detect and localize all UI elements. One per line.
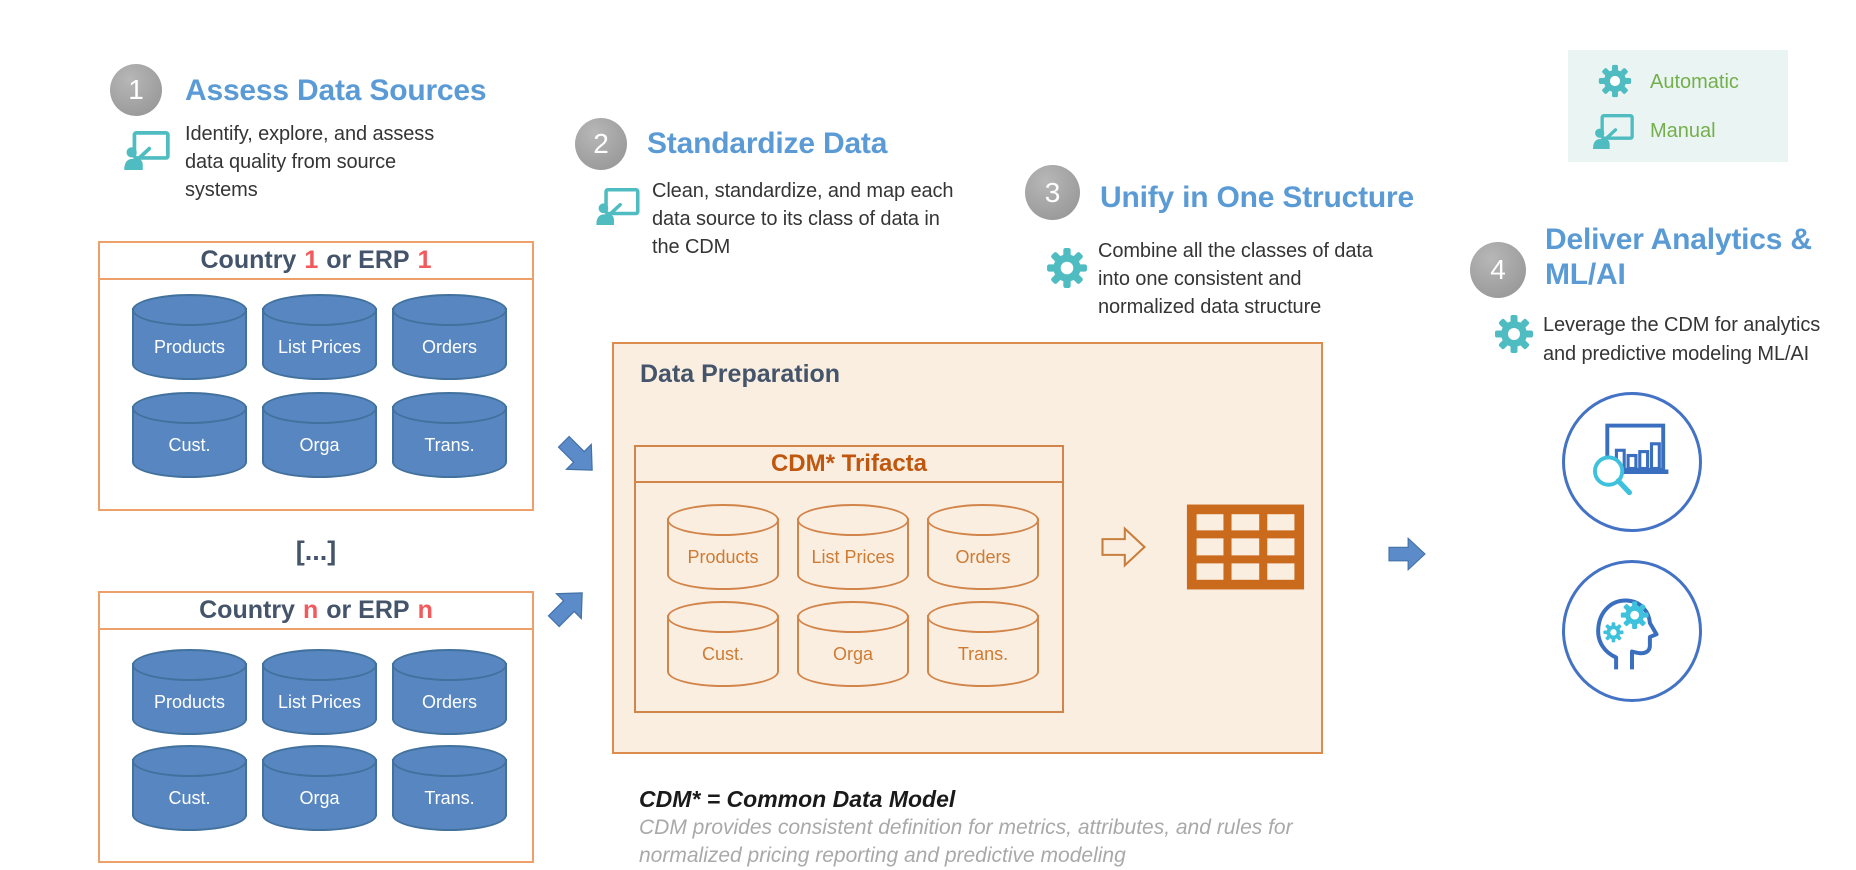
- country-n-db-cylinder-list-prices: List Prices: [262, 649, 377, 735]
- legend-manual-label: Manual: [1650, 120, 1716, 142]
- country-n-db-cylinder-cust: Cust.: [132, 745, 247, 831]
- step-1-manual-icon: [123, 131, 170, 170]
- cdm-footnote-line1: CDM provides consistent definition for m…: [639, 816, 1293, 839]
- step-4-automatic-gear-icon: [1494, 314, 1534, 354]
- step-1-number: 1: [128, 74, 144, 105]
- step-1-title: Assess Data Sources: [185, 74, 487, 107]
- cdm-trifacta-box: CDM* Trifacta Products List Prices Order…: [634, 445, 1064, 713]
- country-1-db-cylinder-trans: Trans.: [392, 392, 507, 478]
- legend-panel: Automatic Manual: [1568, 50, 1788, 162]
- step-3-automatic-gear-icon: [1046, 247, 1088, 289]
- step-3-number: 3: [1044, 176, 1061, 208]
- cdm-db-cylinder-orders: Orders: [927, 504, 1039, 590]
- step-4-description: Leverage the CDM for analytics and predi…: [1543, 314, 1821, 365]
- step-4-number: 4: [1490, 254, 1506, 285]
- country-n-db-cylinder-orga: Orga: [262, 745, 377, 831]
- step-2-manual-icon: [595, 188, 640, 225]
- flow-arrow-country-n-icon: [538, 577, 599, 638]
- cdm-db-cylinder-trans: Trans.: [927, 601, 1039, 687]
- cdm-footnote-line2: normalized pricing reporting and predict…: [639, 844, 1126, 867]
- flow-arrow-country1-icon: [548, 426, 609, 487]
- ml-ai-head-icon: [1562, 560, 1702, 702]
- legend-automatic-label: Automatic: [1650, 71, 1739, 93]
- country-n-db-cylinder-products: Products: [132, 649, 247, 735]
- step-2-title: Standardize Data: [647, 127, 888, 160]
- step-3-number-badge: 3: [1025, 165, 1080, 220]
- gear-icon: [1603, 622, 1624, 643]
- cdm-db-cylinder-list-prices: List Prices: [797, 504, 909, 590]
- flow-arrow-deliver-icon: [1380, 536, 1434, 572]
- country-1-title-var2: 1: [417, 246, 432, 274]
- automatic-gear-icon: [1598, 64, 1632, 98]
- more-sources-ellipsis: [...]: [295, 536, 337, 566]
- transform-arrow-icon: [1095, 526, 1152, 568]
- country-n-title-var1: n: [302, 596, 319, 624]
- cdm-db-cylinder-cust: Cust.: [667, 601, 779, 687]
- step-2-description: Clean, standardize, and map each data so…: [652, 180, 954, 258]
- head-with-gears-icon: [1596, 598, 1659, 670]
- country-1-db-cylinder-orga: Orga: [262, 392, 377, 478]
- step-4-number-badge: 4: [1470, 242, 1526, 298]
- unified-table-grid-icon: [1186, 504, 1305, 590]
- step-2-number-badge: 2: [575, 118, 627, 170]
- step-2-number: 2: [593, 128, 609, 159]
- step-1-number-badge: 1: [110, 64, 162, 116]
- cdm-db-cylinder-products: Products: [667, 504, 779, 590]
- country-n-db-cylinder-orders: Orders: [392, 649, 507, 735]
- step-4-title: Deliver Analytics & ML/AI: [1545, 223, 1812, 291]
- country-n-title-var2: n: [417, 596, 433, 624]
- data-preparation-title: Data Preparation: [640, 360, 841, 388]
- manual-presenter-icon: [1592, 114, 1634, 149]
- country-1-db-cylinder-list-prices: List Prices: [262, 294, 377, 380]
- gear-icon: [1620, 601, 1649, 629]
- country-n-title-text2: or ERP: [326, 596, 410, 624]
- step-3-description: Combine all the classes of data into one…: [1098, 240, 1373, 318]
- cdm-db-cylinder-orga: Orga: [797, 601, 909, 687]
- country-1-title-text: Country: [200, 246, 297, 274]
- analytics-report-icon: [1562, 392, 1702, 532]
- cdm-trifacta-title: CDM* Trifacta: [636, 447, 1062, 483]
- country-1-db-cylinder-orders: Orders: [392, 294, 507, 380]
- country-1-db-cylinder-cust: Cust.: [132, 392, 247, 478]
- bar-chart-magnifier-icon: [1593, 423, 1669, 496]
- country-1-title-var1: 1: [304, 246, 319, 274]
- country-1-title-text2: or ERP: [326, 246, 410, 274]
- country-n-title-text: Country: [199, 596, 295, 624]
- country-1-db-cylinder-products: Products: [132, 294, 247, 380]
- cdm-footnote-title: CDM* = Common Data Model: [639, 786, 956, 812]
- step-3-title: Unify in One Structure: [1100, 181, 1414, 214]
- step-1-description: Identify, explore, and assess data quali…: [185, 123, 435, 201]
- country-n-db-cylinder-trans: Trans.: [392, 745, 507, 831]
